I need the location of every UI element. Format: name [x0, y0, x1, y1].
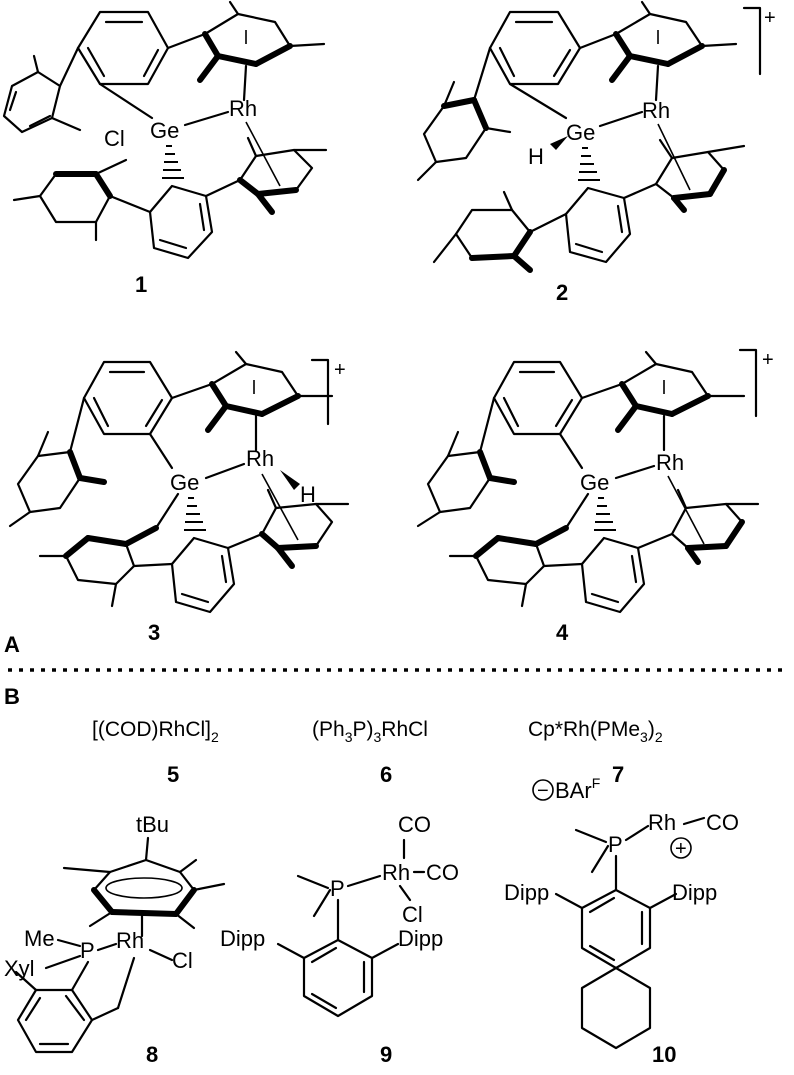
cation-plus-sign: +	[675, 838, 687, 860]
rh-atom-label-8: Rh	[116, 928, 144, 953]
p-atom-label-9: P	[330, 876, 345, 901]
h-atom-label-2: H	[528, 144, 544, 169]
cl-atom-label: Cl	[104, 126, 125, 151]
formula-7: Cp*Rh(PMe3)2	[528, 718, 663, 745]
compound-number-5: 5	[167, 762, 179, 787]
me-label-8: Me	[24, 926, 55, 951]
cl-atom-label-8: Cl	[172, 948, 193, 973]
tbu-label: tBu	[136, 812, 169, 837]
dipp-label-9a: Dipp	[220, 926, 265, 951]
charge-plus-3: +	[334, 359, 346, 381]
compound-number-7: 7	[612, 762, 624, 787]
formula-5: [(COD)RhCl]2	[92, 718, 219, 745]
compound-number-4: 4	[556, 620, 569, 645]
ge-atom-label: Ge	[150, 118, 179, 143]
rh-atom-label-10: Rh	[648, 810, 676, 835]
compound-number-2: 2	[556, 280, 568, 305]
anion-minus-sign: −	[537, 780, 549, 802]
ge-atom-label-3: Ge	[170, 470, 199, 495]
p-atom-label-10: P	[608, 832, 623, 857]
xyl-label-8: Xyl	[4, 956, 35, 981]
co-label-9a: CO	[398, 812, 431, 837]
compound-1-structure: Ge Rh Cl	[2, 0, 328, 260]
compound-number-9: 9	[380, 1042, 392, 1067]
compound-8-structure: tBu Rh Cl P Me Xyl	[4, 812, 226, 1054]
formula-6: (Ph3P)3RhCl	[312, 718, 428, 745]
ge-atom-label-2: Ge	[566, 120, 595, 145]
compound-2-structure: + Ge Rh H	[416, 0, 776, 273]
compound-9-structure: CO Rh CO Cl P Dipp Dipp	[220, 812, 459, 1018]
charge-plus-2: +	[764, 7, 776, 29]
cl-atom-label-9: Cl	[402, 902, 423, 927]
compound-3-structure: + Ge Rh H	[8, 350, 350, 614]
p-atom-label-8: P	[80, 938, 95, 963]
rh-atom-label-2: Rh	[642, 98, 670, 123]
rh-atom-label-4: Rh	[656, 450, 684, 475]
rh-atom-label-9: Rh	[382, 860, 410, 885]
compound-number-3: 3	[148, 620, 160, 645]
panel-label-b: B	[4, 684, 20, 709]
h-atom-label-3: H	[300, 482, 316, 507]
co-label-9b: CO	[426, 860, 459, 885]
compound-4-structure: + Ge Rh	[416, 348, 774, 614]
ge-atom-label-4: Ge	[580, 470, 609, 495]
anion-label: BArF	[555, 775, 600, 803]
rh-atom-label: Rh	[229, 96, 257, 121]
compound-number-6: 6	[380, 762, 392, 787]
rh-atom-label-3: Rh	[246, 446, 274, 471]
panel-label-a: A	[4, 632, 20, 657]
compound-number-10: 10	[652, 1042, 676, 1067]
compound-number-8: 8	[146, 1042, 158, 1067]
compound-10-structure: − BArF Rh CO + P Dipp Dipp	[504, 775, 739, 1050]
charge-plus-4: +	[762, 349, 774, 371]
dipp-label-9b: Dipp	[398, 926, 443, 951]
co-label-10: CO	[706, 810, 739, 835]
dipp-label-10b: Dipp	[672, 880, 717, 905]
compound-number-1: 1	[135, 272, 147, 297]
dipp-label-10a: Dipp	[504, 880, 549, 905]
